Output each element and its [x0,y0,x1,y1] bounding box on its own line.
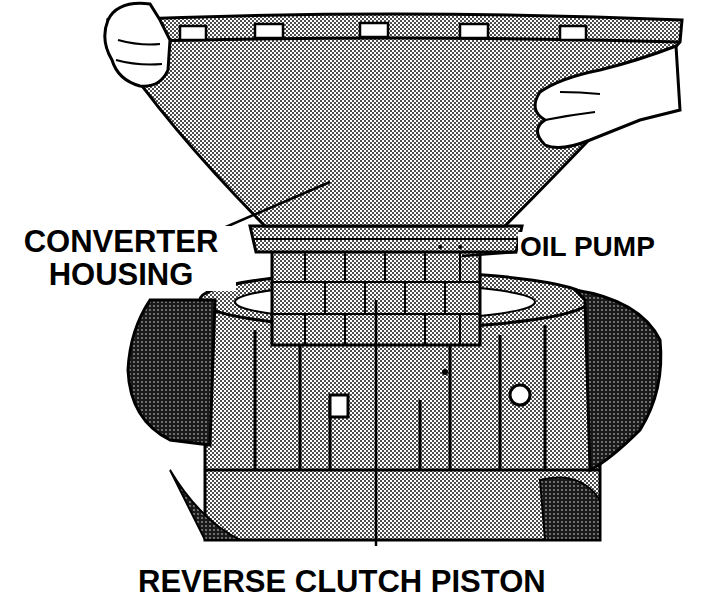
part-label: REVERSE CLUTCH PISTON [136,566,680,599]
part-label: CONVERTER HOUSING [6,226,236,291]
part-label: OIL PUMP [518,232,700,261]
